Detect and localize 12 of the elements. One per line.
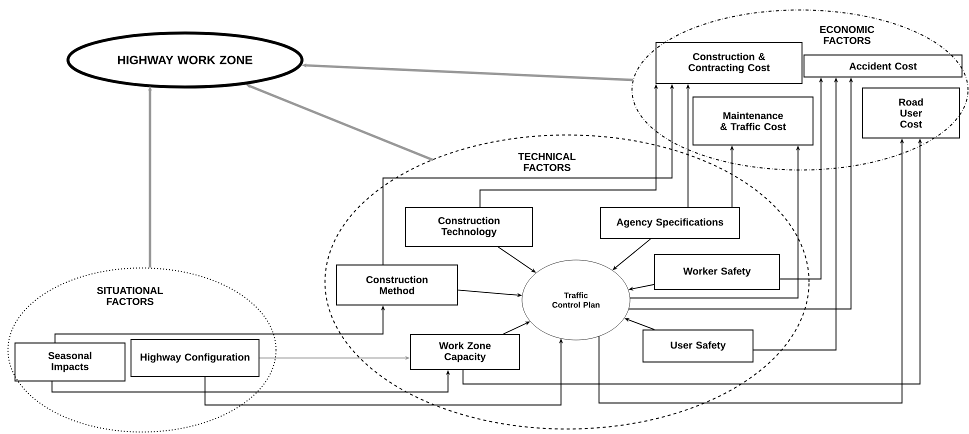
- factor-box: Road User Cost: [862, 88, 960, 138]
- factor-box: Construction Method: [336, 264, 458, 306]
- factor-box: Highway Configuration: [130, 339, 260, 377]
- factor-box: Construction Technology: [405, 207, 533, 247]
- factor-box: Accident Cost: [804, 54, 962, 78]
- factor-box: Maintenance & Traffic Cost: [692, 96, 814, 146]
- factor-box: User Safety: [642, 330, 754, 362]
- factor-box: Agency Specifications: [600, 207, 740, 239]
- factor-box: Construction & Contracting Cost: [656, 42, 802, 84]
- factor-box: Work Zone Capacity: [410, 334, 520, 370]
- factor-box: Worker Safety: [654, 254, 780, 290]
- factor-box: Seasonal Impacts: [14, 342, 126, 382]
